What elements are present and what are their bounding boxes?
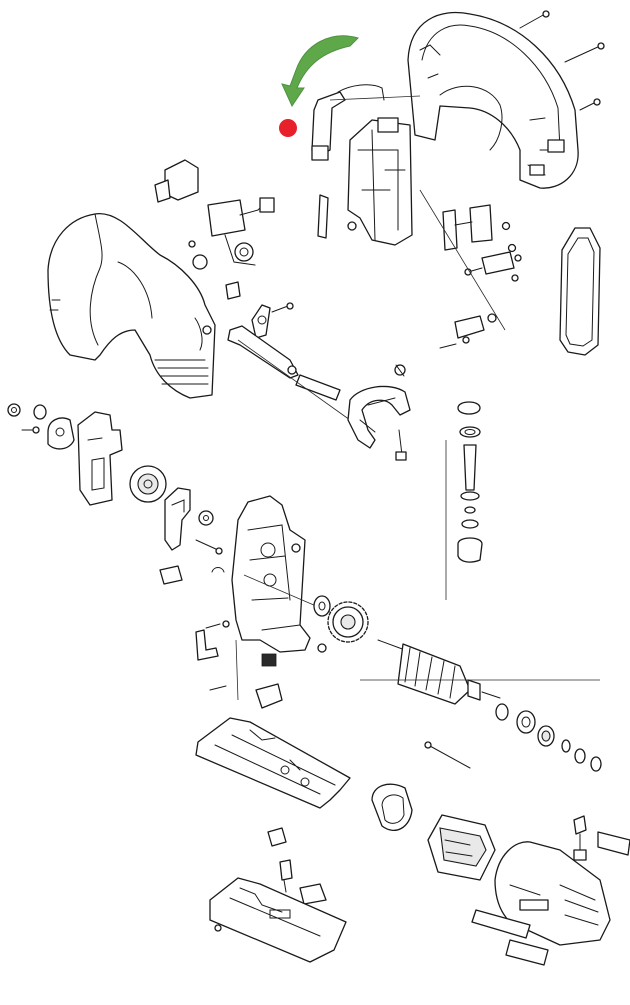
blade-holder (164, 487, 223, 555)
green-pointer-arrow (281, 35, 359, 108)
handle-housing (407, 11, 579, 189)
field-coil (427, 814, 496, 881)
brush-holder-clip (251, 302, 294, 339)
brush-caps (573, 815, 630, 861)
plunger-assembly (445, 401, 483, 600)
spindle-gear (313, 595, 369, 653)
base-plate (195, 717, 351, 809)
lever-parts (195, 620, 283, 709)
armature (377, 639, 501, 705)
fan-baffle (347, 364, 411, 461)
small-plate (159, 565, 225, 585)
gasket (559, 227, 601, 356)
switch-unit (317, 117, 413, 246)
name-plates (360, 679, 600, 966)
cord-guard (227, 325, 351, 421)
baffle-ring (371, 783, 413, 831)
gear-housing (231, 495, 331, 653)
guide-plate (77, 411, 123, 506)
through-bolt (424, 741, 471, 769)
electrical-components (154, 159, 275, 300)
bearings (495, 703, 602, 772)
gear-wheel (129, 465, 167, 503)
eccentric-parts (7, 403, 75, 450)
rear-cover (494, 841, 611, 946)
lock-button-set (419, 189, 522, 349)
highlight-marker-dot (279, 119, 297, 137)
switch-lever (311, 84, 421, 161)
shoe-plate (209, 827, 347, 963)
motor-housing (47, 213, 216, 399)
top-screws (519, 10, 605, 111)
